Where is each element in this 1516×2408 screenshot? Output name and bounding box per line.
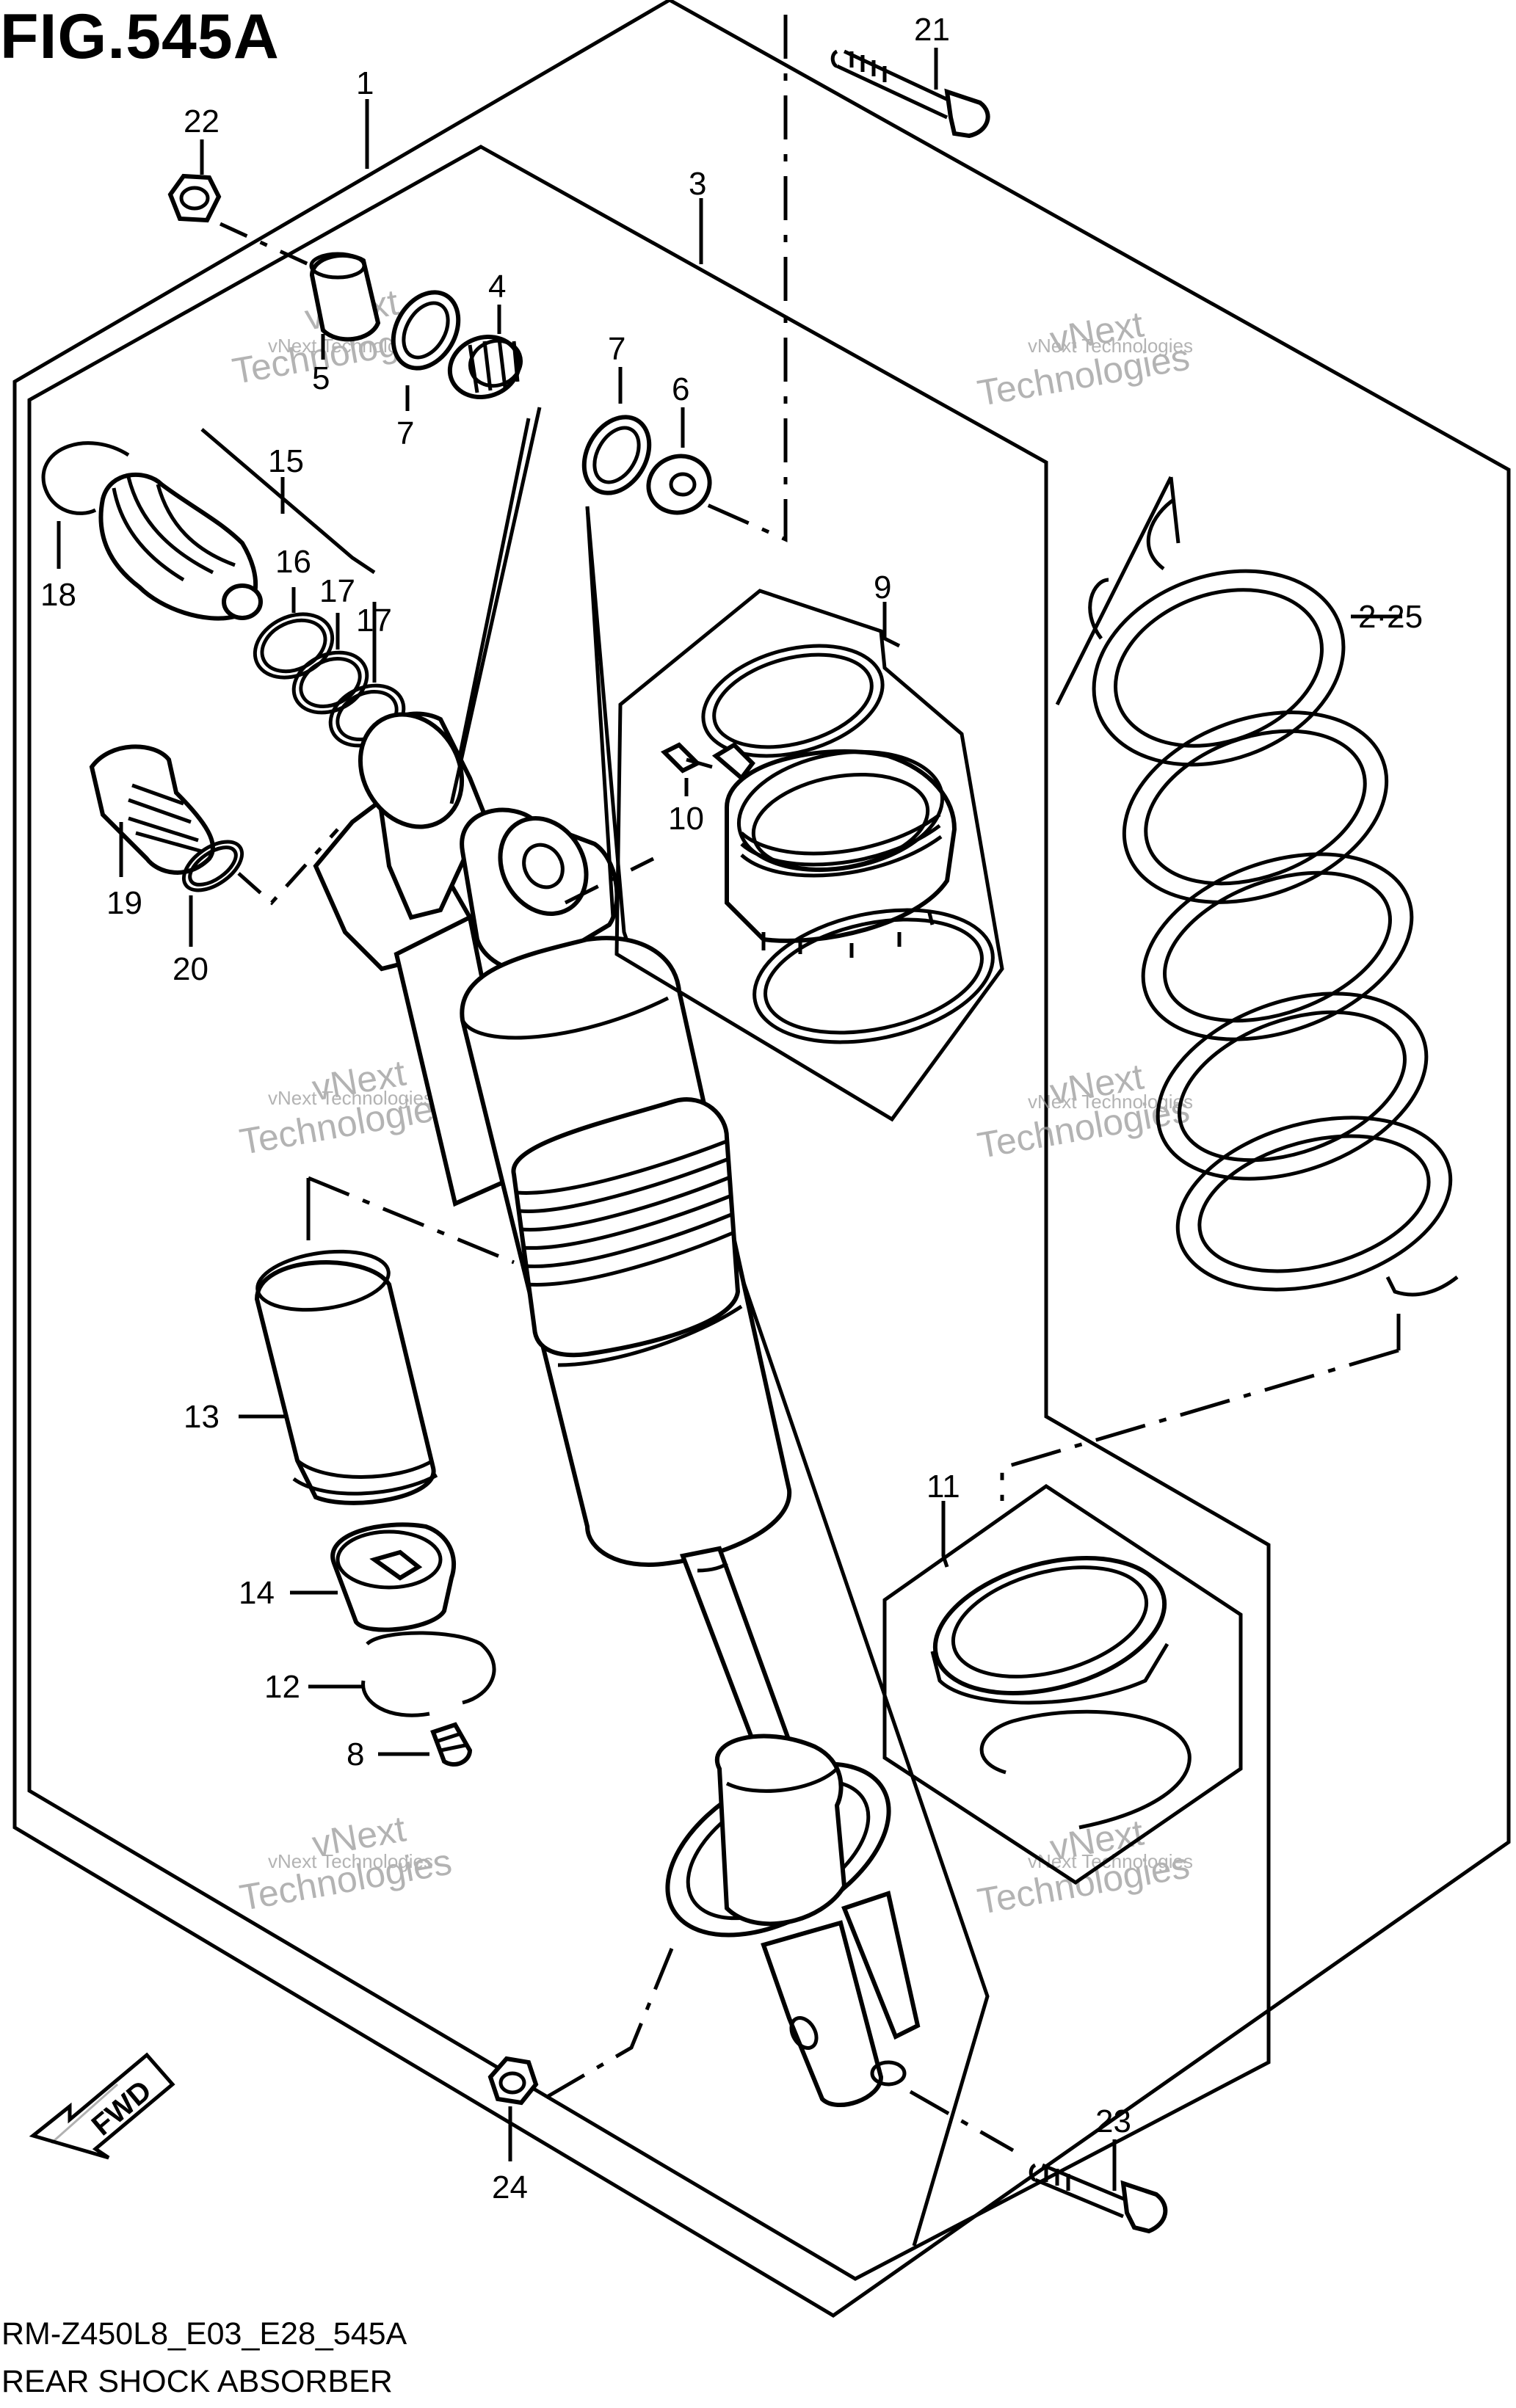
part-bushing-5[interactable] xyxy=(309,252,381,342)
assembly-outline-3 xyxy=(27,145,1271,2281)
group-outline-9 xyxy=(614,589,1004,1122)
callout-label: 21 xyxy=(914,12,950,48)
part-seal-7a[interactable] xyxy=(380,280,471,379)
callout-label: 7 xyxy=(396,415,414,451)
callout-label: 18 xyxy=(40,577,76,613)
callout-label: 5 xyxy=(312,360,330,396)
figure-code: RM-Z450L8_E03_E28_545A xyxy=(1,2316,407,2351)
callout-label: 23 xyxy=(1095,2103,1131,2139)
dashed-spring xyxy=(1000,1348,1399,1501)
dashed-24 xyxy=(542,1948,1015,2153)
part-screw-10[interactable] xyxy=(660,742,713,774)
callout-label: 12 xyxy=(264,1669,300,1705)
part-bolt-21[interactable] xyxy=(830,49,990,139)
callout-label: 24 xyxy=(492,2169,528,2205)
part-ring-12[interactable] xyxy=(361,1631,496,1717)
callout-label: 17 xyxy=(319,573,355,609)
callout-label: 9 xyxy=(874,570,891,605)
part-bearing-4[interactable] xyxy=(441,327,528,407)
watermark-text: vNext Technologies xyxy=(268,1850,433,1872)
callout-label: 2·25 xyxy=(1358,599,1423,635)
callout-label: 15 xyxy=(268,443,304,479)
part-oring-16[interactable] xyxy=(244,603,343,690)
callout-label: 3 xyxy=(689,166,706,202)
part-shock-body-3[interactable] xyxy=(313,696,921,2107)
assembly-outline-1 xyxy=(12,0,1511,2318)
part-reservoir-13[interactable] xyxy=(254,1244,438,1505)
part-nut-24[interactable] xyxy=(487,2056,539,2106)
callout-label: 22 xyxy=(184,103,220,139)
part-ring-18[interactable] xyxy=(41,441,130,515)
part-seal-7b[interactable] xyxy=(571,405,662,504)
callout-label: 8 xyxy=(347,1736,364,1772)
part-washer-6[interactable] xyxy=(641,448,718,521)
dashed-21 xyxy=(659,15,788,542)
group-outline-11 xyxy=(882,1483,1243,1885)
dashed-22 xyxy=(219,222,310,266)
callout-label: 11 xyxy=(926,1469,960,1505)
leader-9 xyxy=(882,602,901,648)
callout-label: 13 xyxy=(184,1399,220,1435)
watermark-text: vNext Technologies xyxy=(1028,335,1193,357)
part-spring-seat-9[interactable] xyxy=(691,628,1005,1062)
shock-inner-outline xyxy=(446,418,990,2247)
callout-label: 14 xyxy=(239,1575,275,1611)
figure-title: FIG.545A xyxy=(0,1,280,72)
part-valve-8[interactable] xyxy=(430,1722,473,1767)
dashed-19 xyxy=(237,828,339,906)
callout-label: 19 xyxy=(106,885,142,921)
part-bladder-15[interactable] xyxy=(98,473,263,621)
callout-labels: 1 2·25 3 4 5 6 7 7 8 9 10 11 12 13 14 15… xyxy=(40,12,1423,2205)
part-oring-20[interactable] xyxy=(175,832,250,901)
part-cap-14[interactable] xyxy=(330,1522,457,1632)
part-oring-17a[interactable] xyxy=(284,641,377,724)
part-bolt-23[interactable] xyxy=(1029,2163,1168,2234)
fwd-arrow-icon: FWD xyxy=(29,2052,175,2160)
callout-label: 7 xyxy=(608,331,625,367)
callout-label: 16 xyxy=(275,544,311,580)
part-adjuster-19[interactable] xyxy=(89,744,215,875)
figure-name: REAR SHOCK ABSORBER xyxy=(1,2364,393,2399)
callout-label: 6 xyxy=(672,371,689,407)
watermark-text: vNext Technologies xyxy=(268,1087,433,1109)
dashed-13 xyxy=(308,1176,515,1265)
part-spring-seat-11[interactable] xyxy=(920,1535,1192,1830)
shock-eye-dashed xyxy=(564,856,655,905)
watermark-text: vNext Technologies xyxy=(1028,1091,1193,1113)
callout-label: 10 xyxy=(668,801,704,837)
callout-label: 4 xyxy=(488,269,506,305)
leader-11 xyxy=(941,1501,949,1568)
callout-label: 17 xyxy=(356,603,392,639)
spring-guide xyxy=(1055,476,1401,1350)
callout-label: 1 xyxy=(356,65,374,101)
part-nut-22[interactable] xyxy=(167,173,222,223)
leader-15 xyxy=(200,428,376,575)
part-spring-2[interactable] xyxy=(1067,497,1470,1317)
callout-label: 20 xyxy=(173,951,208,987)
shock-eye-leaders xyxy=(449,407,615,918)
